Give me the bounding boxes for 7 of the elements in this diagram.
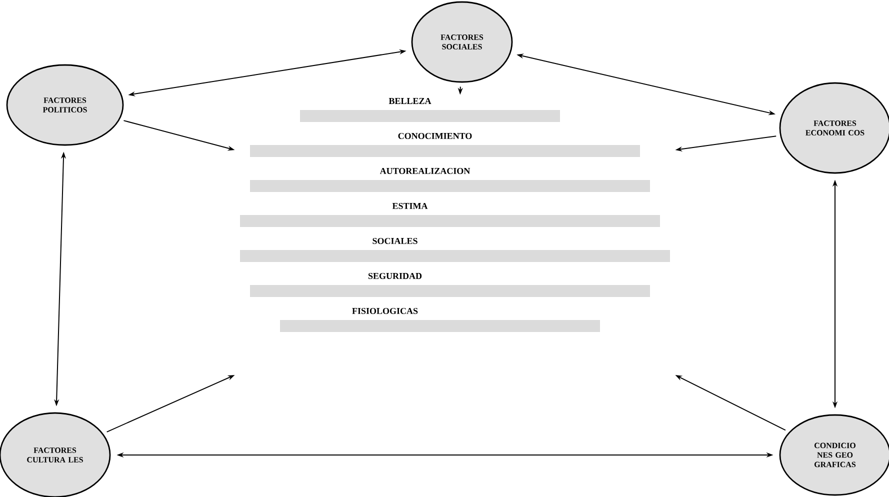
level-label: BELLEZA [388,98,432,104]
level-label: ESTIMA [392,202,428,210]
level-label: AUTOREALIZACION [380,168,470,174]
level-label: SOCIALES [372,238,418,244]
level-label: CONOCIMIENTO [398,132,472,140]
level-label: FISIOLOGICAS [352,308,418,314]
level-label: SEGURIDAD [368,272,422,280]
